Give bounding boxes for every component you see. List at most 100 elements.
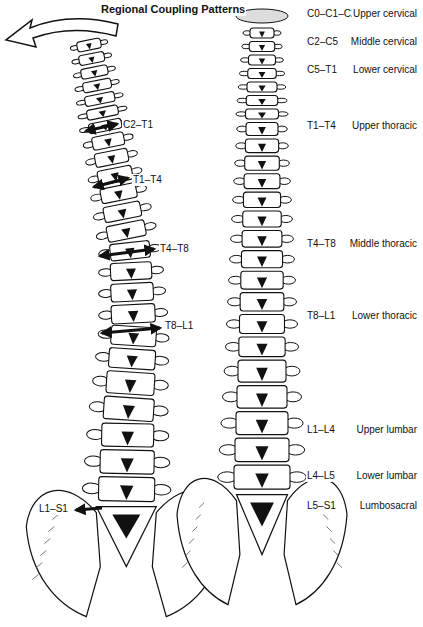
spinous-process <box>121 432 134 446</box>
spinous-process <box>256 344 267 356</box>
vertebral-body <box>236 412 288 435</box>
right-spine <box>177 9 347 605</box>
vertebra <box>237 123 288 136</box>
spinous-process <box>258 127 266 135</box>
spinous-process <box>258 161 266 170</box>
vertebra <box>82 476 171 502</box>
spinous-process <box>93 83 101 90</box>
vertebra <box>69 36 108 53</box>
vertebra <box>237 96 287 106</box>
vertebral-body <box>101 423 153 447</box>
segment-label: T1–T4 <box>306 120 337 132</box>
region-name: Lumbosacral <box>359 500 418 512</box>
spinous-process <box>258 99 266 105</box>
spinous-process <box>258 179 267 188</box>
hatch <box>337 563 342 568</box>
hatch <box>186 551 191 556</box>
spinous-process <box>259 59 265 65</box>
vertebral-body <box>82 78 112 93</box>
hatch <box>40 551 46 556</box>
segment-label: L1–S1 <box>38 503 69 515</box>
coupling-arrow <box>76 508 102 510</box>
vertebral-body <box>249 42 275 52</box>
spinous-process <box>96 97 104 104</box>
spinous-process <box>256 420 268 434</box>
vertebral-body <box>94 148 129 168</box>
spinous-process <box>257 321 268 332</box>
vertebral-body <box>100 450 154 475</box>
spinous-process <box>126 268 136 279</box>
segment-label: L5–S1 <box>306 500 337 512</box>
vertebra <box>235 156 290 170</box>
segment-label: C2–T1 <box>122 119 154 131</box>
spinous-process <box>122 405 135 419</box>
spinous-process <box>118 209 129 220</box>
spinous-process <box>88 56 95 63</box>
spinous-process <box>258 113 266 119</box>
hatch <box>192 527 197 532</box>
region-name: Upper cervical <box>352 8 418 20</box>
region-name: Middle cervical <box>350 36 418 48</box>
segment-label: C5–T1 <box>306 64 338 76</box>
vertebra <box>223 386 302 409</box>
spinous-process <box>114 190 124 200</box>
vertebra <box>97 324 169 348</box>
region-name: Upper lumbar <box>355 424 418 436</box>
hatch <box>330 539 335 544</box>
segment-label: C2–C5 <box>306 36 339 48</box>
spinous-process <box>120 458 133 472</box>
segment-label: C0–C1–C2 <box>306 8 357 20</box>
segment-label: T1–T4 <box>132 174 163 186</box>
spinous-process <box>259 32 265 38</box>
vertebral-body <box>110 282 153 302</box>
spinous-process <box>256 393 268 407</box>
hatch <box>196 515 201 520</box>
segment-label: L4–L5 <box>306 470 336 482</box>
hatch <box>327 527 332 532</box>
vertebral-body <box>106 219 147 242</box>
spinous-process <box>257 257 267 267</box>
spinous-process <box>255 474 268 488</box>
spinous-process <box>257 278 267 289</box>
vertebral-body <box>245 156 280 170</box>
vertebra <box>229 271 296 289</box>
spinous-process <box>257 299 267 310</box>
segment-label: T4–T8 <box>306 238 337 250</box>
vertebra <box>218 465 306 489</box>
spinous-process <box>256 446 269 460</box>
vertebral-body <box>108 347 156 370</box>
spinous-process <box>259 45 265 51</box>
sacral-foramen <box>250 503 274 527</box>
hatch <box>189 539 194 544</box>
spinous-process <box>259 72 266 78</box>
vertebral-body <box>91 131 125 150</box>
vertebral-body <box>247 82 277 92</box>
region-name: Middle thoracic <box>349 238 418 250</box>
hatch <box>199 503 204 508</box>
segment-label: T8–L1 <box>164 320 194 332</box>
vertebral-body <box>98 477 154 502</box>
vertebral-body <box>246 96 278 106</box>
spinous-process <box>120 485 134 500</box>
vertebra <box>92 370 169 397</box>
spinous-process <box>128 333 140 345</box>
vertebral-body <box>80 64 108 79</box>
vertebral-body <box>241 271 283 289</box>
vertebra <box>243 28 281 38</box>
vertebral-body <box>110 262 152 281</box>
vertebral-body <box>238 360 286 382</box>
vertebral-body <box>249 55 276 65</box>
vertebral-body <box>106 371 155 396</box>
region-name: Lower thoracic <box>351 310 418 322</box>
vertebral-body <box>246 109 279 119</box>
region-name: Upper thoracic <box>351 120 418 132</box>
spinous-process <box>127 289 138 300</box>
vertebra <box>221 412 303 435</box>
spinous-process <box>257 236 267 246</box>
ilium <box>177 478 240 604</box>
spinous-process <box>128 311 139 323</box>
vertebra <box>239 69 284 79</box>
vertebral-body <box>244 174 280 189</box>
vertebral-body <box>234 465 290 489</box>
segment-label: L1–L4 <box>306 424 336 436</box>
